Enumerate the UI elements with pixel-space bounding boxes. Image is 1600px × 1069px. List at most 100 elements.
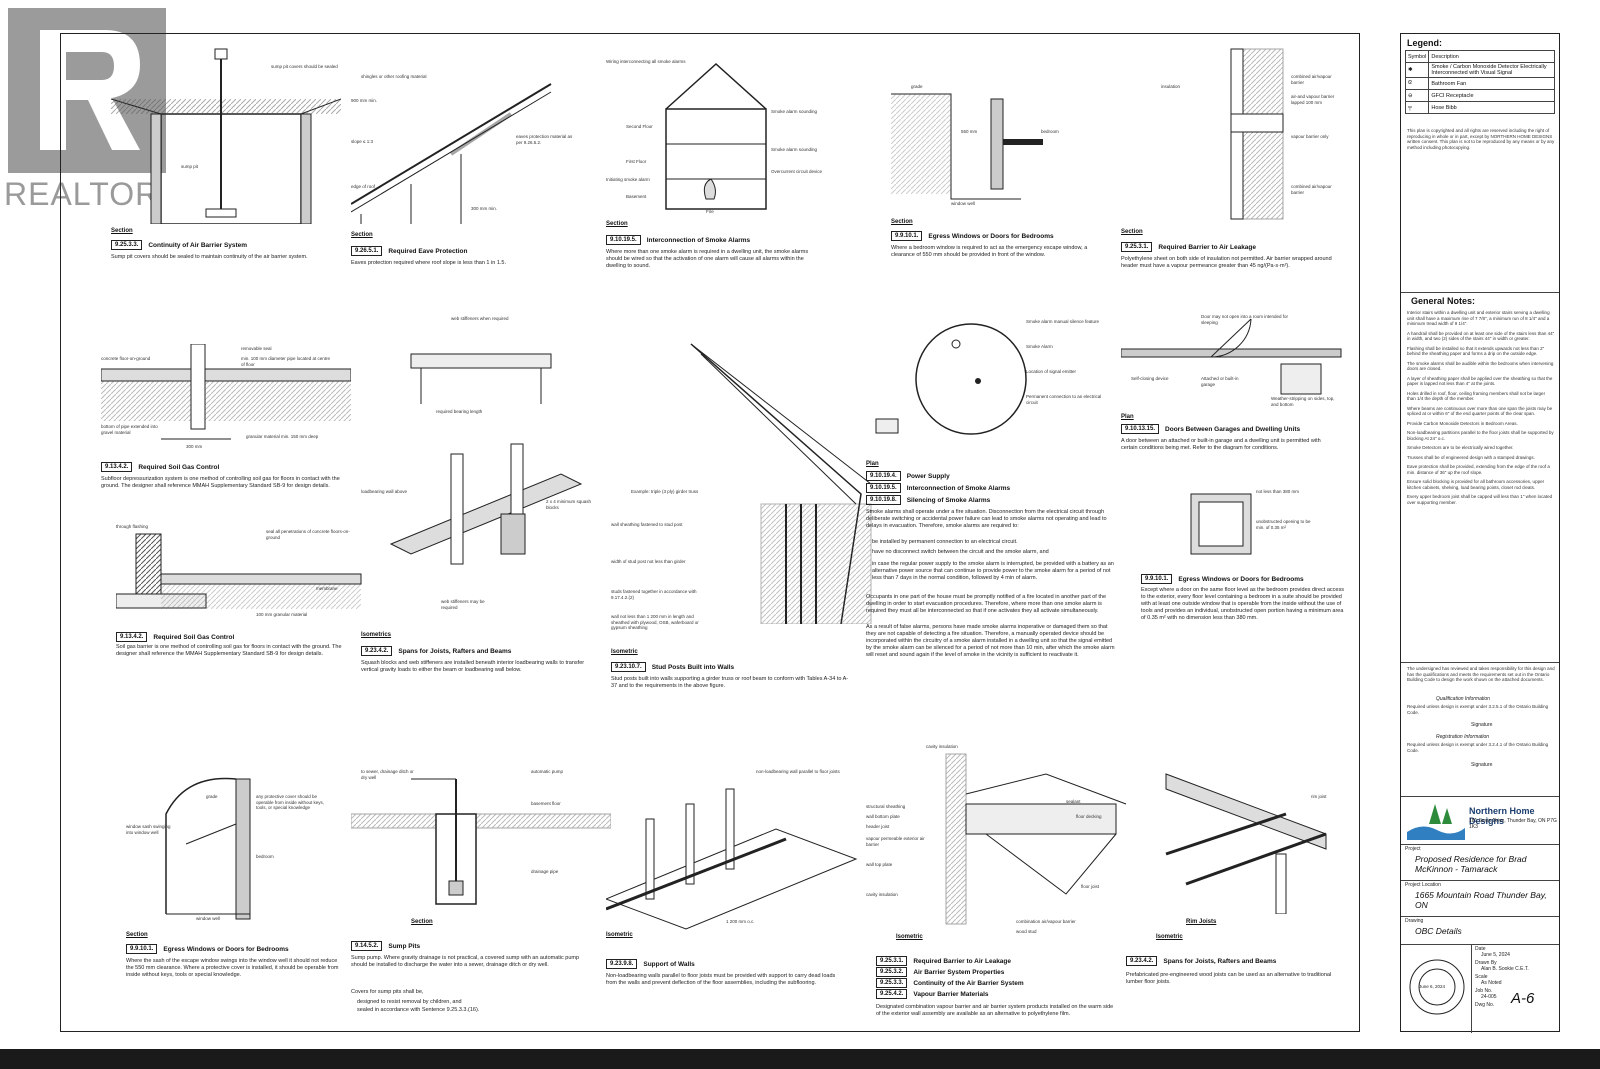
callout: studs fastened together in accordance wi…: [611, 589, 697, 600]
project-label: Project: [1405, 846, 1421, 852]
callout: wall sheathing fastened to stud post: [611, 522, 683, 527]
callout: 2 x 4 minimum squash blocks: [546, 499, 592, 510]
legend-desc: Hose Bibb: [1428, 101, 1555, 114]
general-note: Trusses shall be of engineered design wi…: [1407, 454, 1535, 460]
garage-door-plan-drawing: [1121, 318, 1342, 395]
panel-air-vapour-barrier: cavity insulation structural sheathing w…: [866, 734, 1136, 1029]
general-notes-list: Interior stairs within a dwelling unit a…: [1407, 310, 1555, 509]
panel-air-leakage-barrier: insulation combined air/vapour barrier a…: [1121, 44, 1351, 284]
clause-description: Except where a door on the same floor le…: [1141, 587, 1344, 621]
smoke-alarm-plan-drawing: [875, 323, 1027, 435]
callout: 1 200 mm o.c.: [726, 919, 755, 924]
qualification-title: Qualification Information: [1436, 696, 1490, 702]
clause-code: 9.23.10.7.: [611, 662, 646, 672]
divider: [1471, 944, 1472, 1033]
panel-smoke-interconnect-section: Wiring interconnecting all smoke alarms …: [606, 59, 856, 279]
clause-caption: 9.26.5.1.Required Eave Protection: [351, 246, 467, 256]
clause-title: Required Barrier to Air Leakage: [1158, 243, 1257, 251]
section-label: Section: [411, 919, 433, 925]
section-label: Plan: [1121, 414, 1134, 420]
legend-header: Description: [1428, 50, 1555, 63]
smoke-co-detector-icon: ✱: [1404, 62, 1430, 78]
section-label: Rim Joists: [1186, 919, 1217, 925]
window-well-swing-drawing: [165, 777, 251, 920]
divider: [1401, 880, 1559, 881]
callout: Self-closing device: [1131, 376, 1169, 381]
clause-description: Squash blocks and web stiffeners are ins…: [361, 660, 585, 673]
callout: drainage pipe: [531, 869, 559, 874]
divider: [1401, 944, 1559, 945]
clause-caption: 9.10.19.4.Power Supply: [866, 471, 950, 481]
clause-caption: 9.14.5.2.Sump Pits: [351, 941, 420, 951]
callout: any protective cover should be operable …: [256, 794, 325, 810]
general-note: The smoke alarms shall be audible within…: [1407, 360, 1554, 372]
eave-section-drawing: [351, 83, 552, 224]
section-label: Section: [126, 932, 148, 938]
squash-block-isometric-drawing: [389, 353, 583, 565]
clause-code: 9.10.19.4.: [866, 471, 901, 481]
callout: bottom of pipe extended into gravel mate…: [101, 424, 158, 435]
general-note: Where beams are continuous over more tha…: [1407, 405, 1553, 417]
callout: Attached or built-in garage: [1201, 376, 1239, 387]
gfci-receptacle-icon: ⊖: [1404, 89, 1430, 102]
panel-sump-pits: to sewer, drainage ditch or dry well aut…: [351, 769, 611, 1029]
clause-code: 9.9.10.1.: [1141, 574, 1173, 584]
general-note: Interior stairs within a dwelling unit a…: [1407, 310, 1550, 326]
divider: [1401, 844, 1559, 845]
callout: floor joist: [1081, 884, 1100, 889]
clause-caption: 9.23.4.2.Spans for Joists, Rafters and B…: [361, 646, 511, 656]
clause-caption: 9.25.3.2.Air Barrier System Properties: [876, 967, 1004, 977]
clause-description: Designated combination vapour barrier an…: [876, 1004, 1114, 1017]
soil-gas-barrier-drawing: [116, 533, 362, 609]
clause-code: 9.9.10.1.: [126, 944, 158, 954]
callout: wall not less than 1 200 mm in length an…: [611, 614, 699, 630]
general-note: Non-loadbearing partitions parallel to t…: [1407, 430, 1554, 441]
callout: wall top plate: [866, 862, 893, 867]
company-name: Northern Home Designs: [1469, 806, 1535, 826]
scale-value: As Noted: [1481, 980, 1502, 986]
drawing-label: Drawing: [1405, 918, 1424, 924]
callout: 300 mm: [186, 444, 203, 449]
realtor-wordmark: REALTOR: [4, 176, 160, 212]
clause-caption: 9.9.10.1.Egress Windows or Doors for Bed…: [891, 231, 1054, 241]
callout: width of stud post not less than girder: [611, 559, 686, 564]
panel-soil-gas-2: through flashing seal all penetrations o…: [116, 524, 366, 684]
general-note: Every upper bedroom joist shall be cappe…: [1407, 494, 1553, 505]
clause-caption: 9.10.19.5.Interconnection of Smoke Alarm…: [606, 235, 750, 245]
clause-description: Where a bedroom window is required to ac…: [891, 245, 1088, 258]
panel-squash-blocks: web stiffeners when required required be…: [361, 314, 601, 694]
clause-code: 9.23.9.8.: [606, 959, 638, 969]
clause-title: Required Soil Gas Control: [153, 633, 235, 641]
general-note: Eave protection shall be provided, exten…: [1407, 464, 1550, 475]
girder-truss-isometric-drawing: [690, 343, 872, 624]
callout: Permanent connection to an electrical ci…: [1026, 394, 1102, 405]
clause-caption: 9.9.10.1.Egress Windows or Doors for Bed…: [1141, 574, 1304, 584]
callout: air-and vapour barrier lapped 100 mm: [1291, 94, 1335, 105]
bullet-item: in case the regular power supply to the …: [872, 561, 1114, 581]
legend-desc: Smoke / Carbon Monoxide Detector Electri…: [1428, 62, 1555, 78]
divider: [1401, 916, 1559, 917]
panel-support-walls: non-loadbearing wall parallel to floor j…: [606, 769, 861, 1029]
callout: floor decking: [1076, 814, 1102, 819]
callout: sealant: [1066, 799, 1081, 804]
panel-air-barrier-sump: sump pit covers should be sealed sump pi…: [111, 44, 341, 274]
section-label: Section: [351, 232, 373, 238]
drawing-title: OBC Details: [1415, 926, 1462, 936]
callout: automatic pump: [531, 769, 564, 774]
clause-title: Egress Windows or Doors for Bedrooms: [163, 945, 289, 953]
callout: Initiating smoke alarm: [606, 177, 650, 182]
project-name: Proposed Residence for Brad McKinnon - T…: [1415, 854, 1527, 874]
drawing-sheet: sump pit covers should be sealed sump pi…: [60, 33, 1360, 1032]
callout: combination air/vapour barrier: [1016, 919, 1076, 924]
clause-code: 9.9.10.1.: [891, 231, 923, 241]
callout: structural sheathing: [866, 804, 906, 809]
clause-code: 9.25.3.1.: [1121, 242, 1153, 252]
general-note: A handrail shall be provided on at least…: [1407, 330, 1555, 342]
callout: granular material min. 150 mm deep: [246, 434, 319, 439]
clause-code: 9.10.19.8.: [866, 495, 901, 505]
section-label: Section: [1121, 229, 1143, 235]
project-location: 1665 Mountain Road Thunder Bay, ON: [1415, 890, 1547, 910]
company-address: 181 Sevin Drive, Thunder Bay, ON P7G 1K3: [1469, 818, 1557, 830]
